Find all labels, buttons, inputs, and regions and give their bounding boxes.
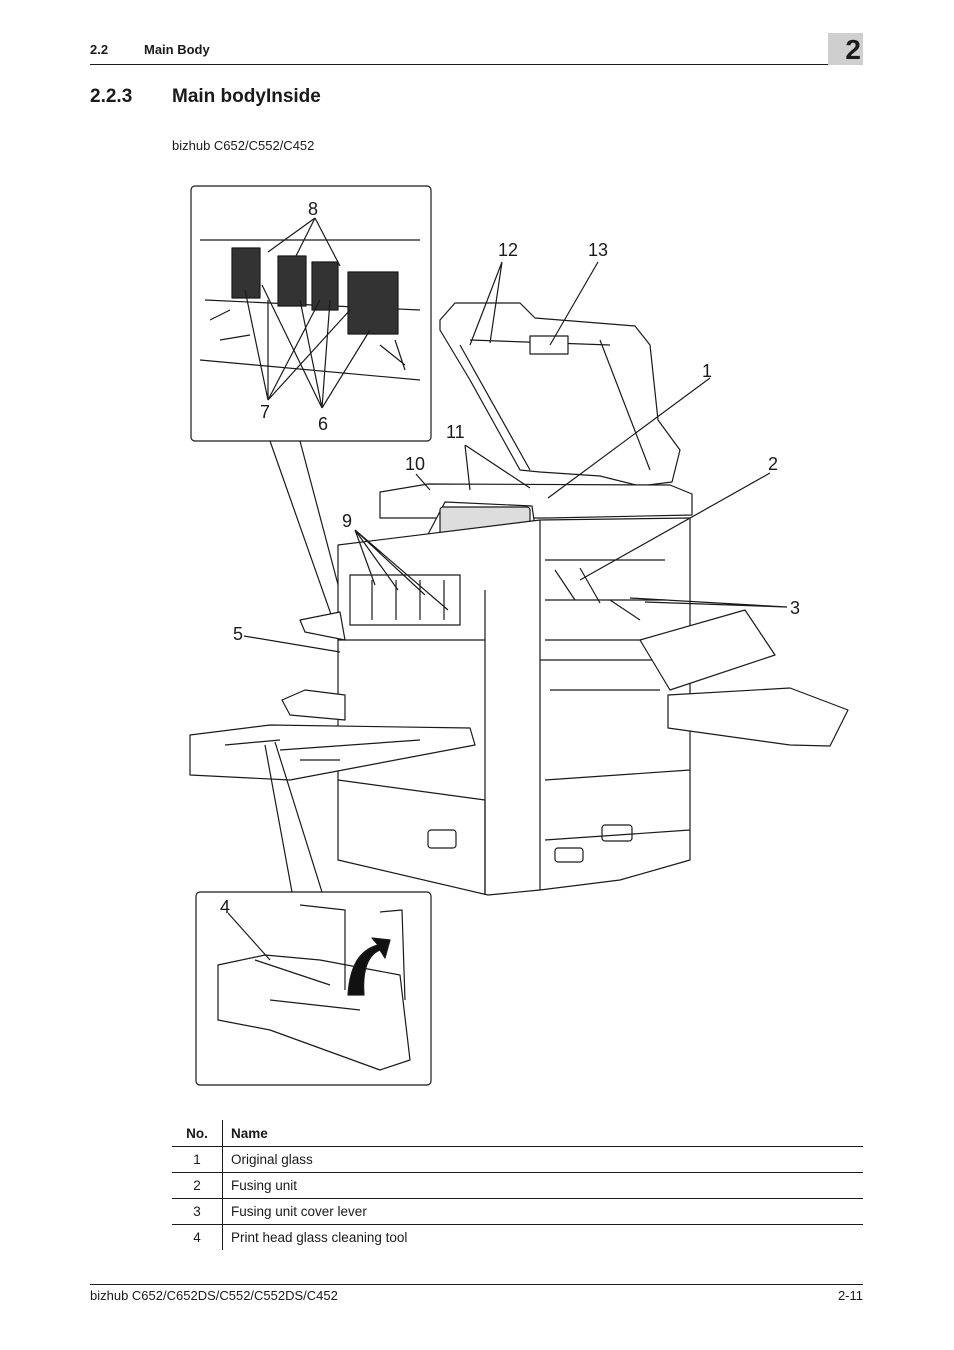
callout-1: 1 <box>702 361 712 381</box>
footer-models: bizhub C652/C652DS/C552/C552DS/C452 <box>90 1288 338 1303</box>
column-header-no: No. <box>172 1120 223 1147</box>
section-number: 2.2.3 <box>90 86 133 107</box>
callout-12: 12 <box>498 240 518 260</box>
table-row: 2 Fusing unit <box>172 1172 863 1199</box>
cell-name: Print head glass cleaning tool <box>231 1230 408 1245</box>
callout-2: 2 <box>768 454 778 474</box>
cell-no: 4 <box>172 1224 223 1250</box>
parts-table: No. Name 1 Original glass 2 Fusing unit … <box>172 1120 863 1250</box>
table-header-row: No. Name <box>172 1120 863 1147</box>
callout-4: 4 <box>220 897 230 917</box>
cell-name: Fusing unit cover lever <box>222 1198 863 1225</box>
machine-illustration: 8 7 6 12 13 1 11 10 2 9 3 5 4 <box>189 185 849 1086</box>
cell-no: 1 <box>172 1146 223 1173</box>
inset-toner-detail <box>190 185 432 442</box>
callout-5: 5 <box>233 624 243 644</box>
cell-no: 2 <box>172 1172 223 1199</box>
section-title: Main bodyInside <box>172 86 321 107</box>
cell-no: 3 <box>172 1198 223 1225</box>
footer-rule <box>90 1284 863 1285</box>
inset-cleaning-tool <box>195 891 432 1086</box>
model-label: bizhub C652/C552/C452 <box>172 138 315 153</box>
callout-10: 10 <box>405 454 425 474</box>
callout-8: 8 <box>308 199 318 219</box>
header-rule <box>90 64 863 65</box>
table-row: 3 Fusing unit cover lever <box>172 1198 863 1225</box>
table-row: 4 Print head glass cleaning tool <box>172 1224 863 1250</box>
callout-3: 3 <box>790 598 800 618</box>
running-header-title: Main Body <box>144 42 210 57</box>
running-header-section: 2.2 <box>90 42 109 57</box>
callout-13: 13 <box>588 240 608 260</box>
callout-7: 7 <box>260 402 270 422</box>
cell-name: Original glass <box>222 1146 863 1173</box>
callout-11: 11 <box>446 422 465 442</box>
table-row: 1 Original glass <box>172 1146 863 1173</box>
callout-9: 9 <box>342 511 352 531</box>
column-header-name: Name <box>222 1120 863 1147</box>
chapter-badge: 2 <box>828 33 863 65</box>
footer-page-number: 2-11 <box>837 1288 863 1303</box>
cell-name: Fusing unit <box>222 1172 863 1199</box>
callout-6: 6 <box>318 414 328 434</box>
